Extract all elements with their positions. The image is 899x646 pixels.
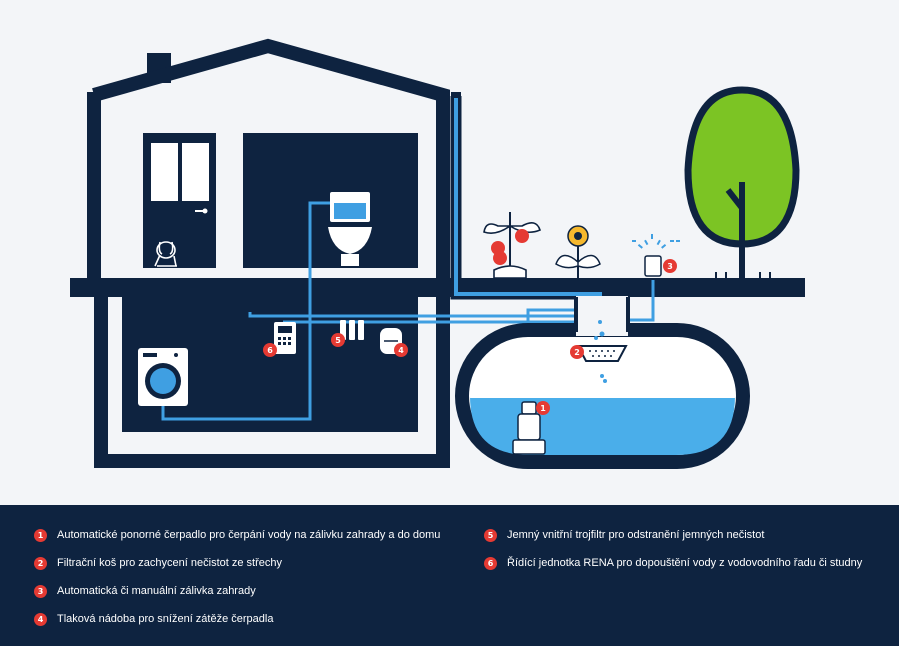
tree-icon [684, 86, 800, 278]
washing-machine-icon [138, 348, 188, 406]
svg-text:4: 4 [398, 346, 404, 355]
badge-4: 4 [394, 343, 408, 357]
door-panel-right [182, 143, 209, 201]
pipe-main [248, 312, 582, 318]
badge-2: 2 [570, 345, 584, 359]
water-drops [594, 320, 607, 383]
door-panel-left [151, 143, 178, 201]
legend-text: Filtrační koš pro zachycení nečistot ze … [57, 557, 282, 569]
legend-text: Jemný vnitřní trojfiltr pro odstranění j… [507, 529, 765, 541]
legend-item-5: 5 Jemný vnitřní trojfiltr pro odstranění… [484, 527, 764, 543]
dog-icon [154, 241, 177, 267]
legend-badge: 6 [484, 556, 497, 570]
legend-text: Automatická či manuální zálivka zahrady [57, 585, 256, 597]
door-knob [202, 208, 208, 214]
legend-text: Řídící jednotka RENA pro dopouštění vody… [507, 557, 863, 569]
tomato-plant-icon [483, 212, 541, 279]
svg-text:1: 1 [540, 404, 546, 413]
badge-1: 1 [536, 401, 550, 415]
sunflower-icon [555, 225, 601, 278]
ground-line [70, 278, 805, 297]
legend-item-2: 2 Filtrační koš pro zachycení nečistot z… [34, 555, 282, 571]
legend-item-1: 1 Automatické ponorné čerpadlo pro čerpá… [34, 527, 440, 543]
sprinkler-icon [632, 234, 680, 277]
legend-item-3: 3 Automatická či manuální zálivka zahrad… [34, 583, 256, 599]
toilet-icon [328, 192, 372, 266]
legend-item-4: 4 Tlaková nádoba pro snížení zátěže čerp… [34, 611, 273, 627]
rainwater-system-diagram: 1 2 3 4 5 6 [70, 38, 805, 469]
filter-basket-icon [576, 345, 628, 362]
svg-text:6: 6 [267, 346, 273, 355]
pipe-toilet-riser [161, 201, 330, 421]
legend-badge: 1 [34, 528, 47, 542]
svg-text:5: 5 [335, 336, 341, 345]
grass [715, 272, 771, 278]
legend-text: Automatické ponorné čerpadlo pro čerpání… [57, 529, 441, 541]
legend: 1 Automatické ponorné čerpadlo pro čerpá… [0, 505, 899, 646]
badge-3: 3 [663, 259, 677, 273]
pipes [161, 201, 655, 421]
svg-text:2: 2 [574, 348, 580, 357]
legend-badge: 4 [34, 612, 47, 626]
house [87, 38, 450, 468]
submersible-pump-icon [512, 401, 546, 455]
legend-badge: 2 [34, 556, 47, 570]
svg-text:3: 3 [667, 262, 673, 271]
badge-6: 6 [263, 343, 277, 357]
basement-walls [94, 297, 450, 468]
legend-text: Tlaková nádoba pro snížení zátěže čerpad… [57, 613, 274, 625]
legend-item-6: 6 Řídící jednotka RENA pro dopouštění vo… [484, 555, 862, 571]
control-unit-icon [274, 322, 296, 354]
badge-5: 5 [331, 333, 345, 347]
legend-badge: 5 [484, 528, 497, 542]
legend-badge: 3 [34, 584, 47, 598]
